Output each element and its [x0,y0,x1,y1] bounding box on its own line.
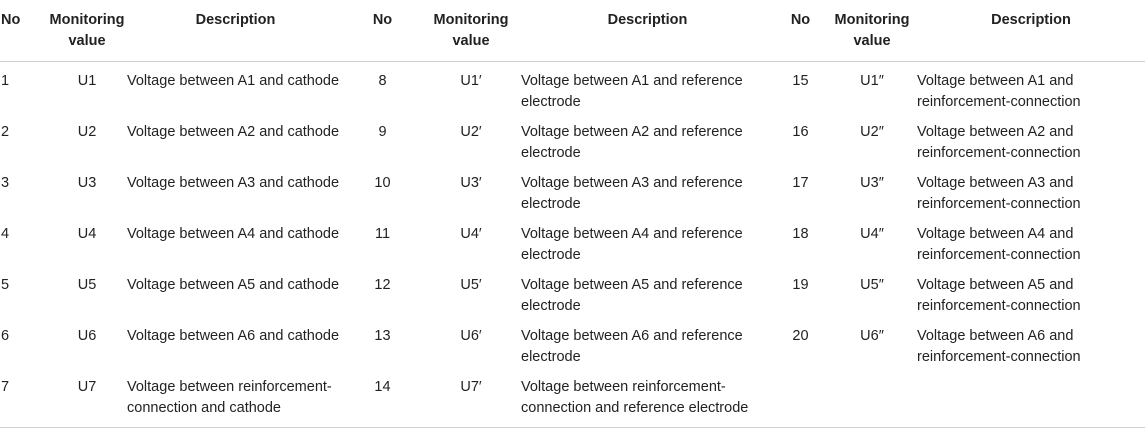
cell-monitoring-value: U4 [77,226,97,242]
cell-monitoring-value: U1′ [460,73,482,89]
cell-no: 12 [374,277,391,293]
table-row: 2 U2 Voltage between A2 and cathode 9 U2… [0,113,1145,164]
cell-monitoring-value: U3 [77,175,97,191]
cell-description: Voltage between A2 and cathode [127,124,340,140]
cell-description: Voltage between A3 and reference electro… [521,175,743,212]
header-no-1: No [0,0,47,62]
header-no-2: No [344,0,421,62]
cell-monitoring-value: U3″ [860,175,884,191]
header-description-3: Description [917,0,1145,62]
cell-no: 18 [792,226,809,242]
cell-description: Voltage between A5 and reinforcement-con… [917,277,1081,314]
table-header: No Monitoring value Description No Monit… [0,0,1145,62]
header-description-2: Description [521,0,774,62]
cell-description: Voltage between A2 and reference electro… [521,124,743,161]
cell-monitoring-value [827,368,917,428]
cell-no: 13 [374,328,391,344]
cell-monitoring-value: U7′ [460,379,482,395]
cell-monitoring-value: U3′ [460,175,482,191]
cell-no: 2 [1,124,10,140]
table-body: 1 U1 Voltage between A1 and cathode 8 U1… [0,62,1145,428]
header-row: No Monitoring value Description No Monit… [0,0,1145,62]
cell-no: 15 [792,73,809,89]
table-row: 7 U7 Voltage between reinforcement-conne… [0,368,1145,428]
cell-no: 5 [1,277,10,293]
cell-description: Voltage between A4 and reinforcement-con… [917,226,1081,263]
cell-no: 8 [378,73,387,89]
header-description-1: Description [127,0,344,62]
cell-no: 9 [378,124,387,140]
cell-description: Voltage between A1 and reference electro… [521,73,743,110]
cell-monitoring-value: U2′ [460,124,482,140]
header-no-3: No [774,0,827,62]
cell-description [917,368,1145,428]
table-row: 5 U5 Voltage between A5 and cathode 12 U… [0,266,1145,317]
cell-description: Voltage between A5 and reference electro… [521,277,743,314]
table-row: 4 U4 Voltage between A4 and cathode 11 U… [0,215,1145,266]
cell-monitoring-value: U6 [77,328,97,344]
cell-no: 7 [1,379,10,395]
cell-no: 11 [374,226,391,242]
cell-no: 17 [792,175,809,191]
cell-monitoring-value: U2″ [860,124,884,140]
cell-no: 16 [792,124,809,140]
cell-no: 6 [1,328,10,344]
cell-monitoring-value: U2 [77,124,97,140]
cell-monitoring-value: U6′ [460,328,482,344]
cell-description: Voltage between reinforcement-connection… [127,379,332,416]
cell-monitoring-value: U4″ [860,226,884,242]
table-row: 3 U3 Voltage between A3 and cathode 10 U… [0,164,1145,215]
cell-monitoring-value: U1 [77,73,97,89]
cell-description: Voltage between A5 and cathode [127,277,340,293]
cell-no [774,368,827,428]
cell-no: 3 [1,175,10,191]
cell-no: 10 [374,175,391,191]
cell-monitoring-value: U6″ [860,328,884,344]
cell-description: Voltage between A2 and reinforcement-con… [917,124,1081,161]
cell-no: 14 [374,379,391,395]
header-monitoring-value-3: Monitoring value [827,0,917,62]
cell-description: Voltage between A3 and reinforcement-con… [917,175,1081,212]
header-monitoring-value-1: Monitoring value [47,0,127,62]
cell-description: Voltage between A6 and reinforcement-con… [917,328,1081,365]
cell-description: Voltage between A4 and reference electro… [521,226,743,263]
cell-monitoring-value: U5′ [460,277,482,293]
table-row: 1 U1 Voltage between A1 and cathode 8 U1… [0,62,1145,114]
cell-monitoring-value: U4′ [460,226,482,242]
cell-monitoring-value: U5″ [860,277,884,293]
cell-monitoring-value: U1″ [860,73,884,89]
cell-no: 1 [1,73,10,89]
cell-no: 4 [1,226,10,242]
cell-description: Voltage between A4 and cathode [127,226,340,242]
cell-description: Voltage between reinforcement-connection… [521,379,749,416]
cell-no: 20 [792,328,809,344]
cell-monitoring-value: U5 [77,277,97,293]
header-monitoring-value-2: Monitoring value [421,0,521,62]
cell-no: 19 [792,277,809,293]
cell-description: Voltage between A3 and cathode [127,175,340,191]
cell-description: Voltage between A1 and reinforcement-con… [917,73,1081,110]
cell-monitoring-value: U7 [77,379,97,395]
cell-description: Voltage between A6 and reference electro… [521,328,743,365]
cell-description: Voltage between A6 and cathode [127,328,340,344]
table-row: 6 U6 Voltage between A6 and cathode 13 U… [0,317,1145,368]
cell-description: Voltage between A1 and cathode [127,73,340,89]
